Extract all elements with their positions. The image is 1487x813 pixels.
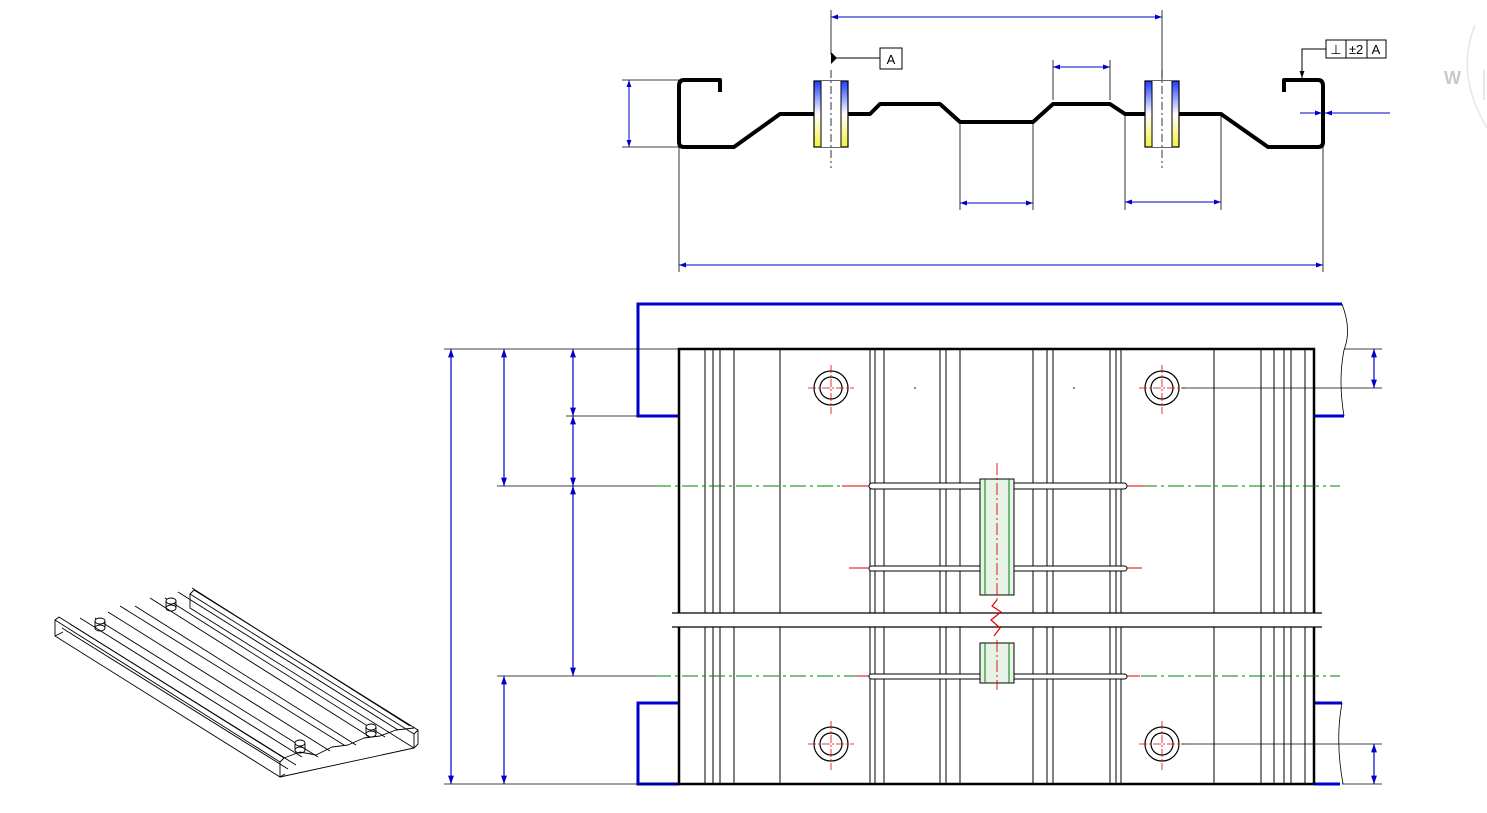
center-tube [979,463,1015,690]
watermark-logo: W [1444,24,1487,129]
plan-view [444,302,1382,786]
iso-pin-2 [165,597,177,612]
break-band [672,613,1322,627]
hole-bottom-left [808,721,854,770]
hole-bottom-right [1139,721,1185,770]
break-symbol [990,599,1003,637]
profile-dimensions [622,10,1324,272]
hole-top-right [1139,365,1185,414]
plan-dimensions [444,348,1382,785]
iso-pin-4 [365,723,377,738]
sheet-profile-outline [677,78,1325,149]
envelope-top [636,302,1342,418]
mounting-holes [808,365,1185,770]
datum-a-flag: A [831,47,903,70]
fcf-tolerance: ±2 [1349,42,1363,57]
envelope-bottom-left [636,701,679,786]
hole-top-left [808,365,854,414]
plate-outline [677,347,1316,786]
section-profile-view: A ⊥ ±2 A [622,10,1390,272]
green-centerlines [655,485,1340,677]
datum-a-label: A [887,52,896,67]
feature-control-frame: ⊥ ±2 A [1299,39,1387,78]
perpendicularity-symbol: ⊥ [1330,42,1341,57]
watermark-text: W [1444,68,1461,88]
iso-pin-3 [294,739,306,754]
fcf-datum: A [1372,42,1381,57]
iso-plate-outline [54,616,286,778]
isometric-view [54,587,419,778]
iso-pin-1 [94,617,106,632]
